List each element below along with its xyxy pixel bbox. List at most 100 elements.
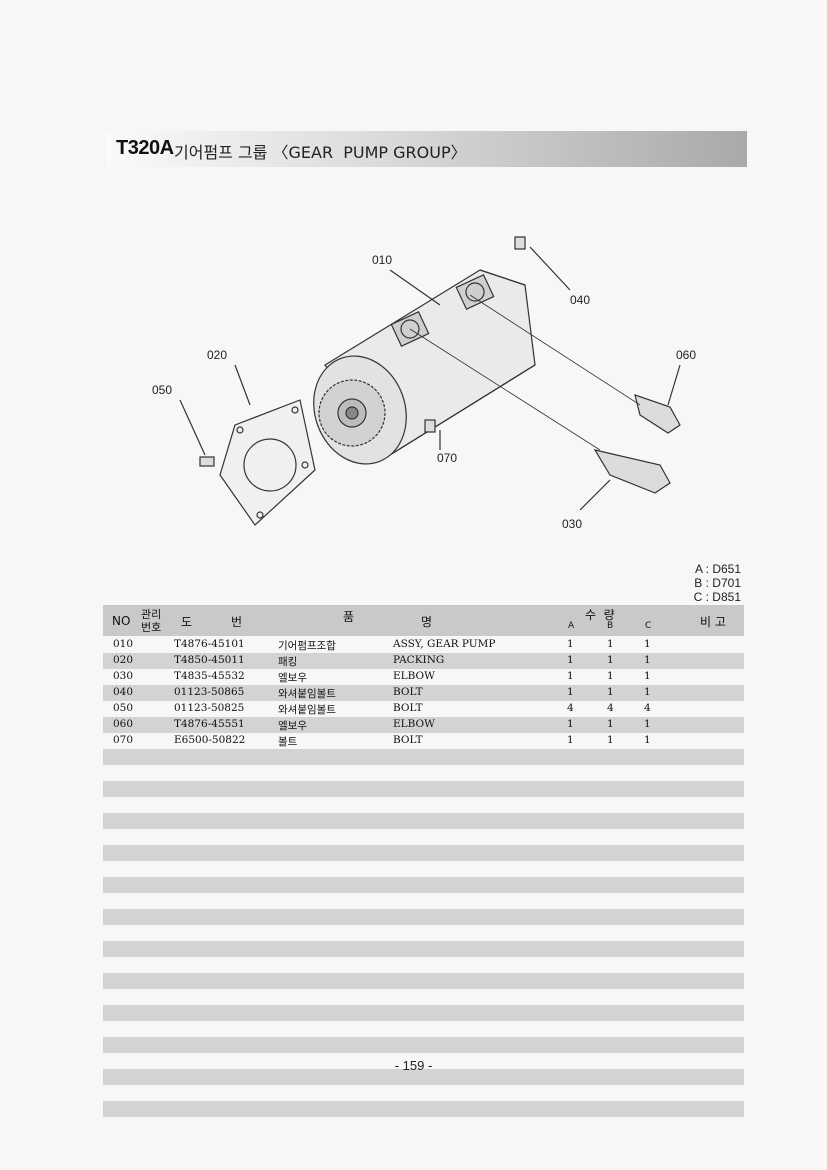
- callout-030: 030: [562, 517, 583, 531]
- table-row: 070 E6500-50822 볼트 BOLT 1 1 1: [103, 733, 744, 749]
- table-row: 010 T4876-45101 기어펌프조합 ASSY, GEAR PUMP 1…: [103, 637, 744, 653]
- cell-qty-c: 1: [644, 670, 651, 682]
- empty-table-row: [103, 781, 744, 797]
- cell-qty-c: 1: [644, 718, 651, 730]
- cell-name-kor: 엘보우: [278, 720, 307, 732]
- cell-qty-c: 4: [644, 702, 651, 714]
- empty-table-row: [103, 829, 744, 845]
- cell-name-eng: BOLT: [393, 734, 423, 746]
- empty-table-row: [103, 797, 744, 813]
- empty-table-row: [103, 1069, 744, 1085]
- empty-table-row: [103, 989, 744, 1005]
- empty-table-row: [103, 973, 744, 989]
- table-row: 050 01123-50825 와셔붙임볼트 BOLT 4 4 4: [103, 701, 744, 717]
- cell-name-eng: ASSY, GEAR PUMP: [393, 638, 496, 650]
- empty-table-row: [103, 845, 744, 861]
- header-drawing-2: 번: [231, 615, 243, 629]
- table-row: 040 01123-50865 와셔붙임볼트 BOLT 1 1 1: [103, 685, 744, 701]
- empty-table-row: [103, 861, 744, 877]
- cell-qty-a: 1: [567, 686, 574, 698]
- parts-table-body: 010 T4876-45101 기어펌프조합 ASSY, GEAR PUMP 1…: [103, 637, 744, 1117]
- callout-040: 040: [570, 293, 591, 307]
- cell-name-eng: BOLT: [393, 702, 423, 714]
- cell-part-number: 01123-50865: [174, 686, 245, 698]
- cell-name-kor: 엘보우: [278, 672, 307, 684]
- header-remarks: 비 고: [700, 615, 726, 629]
- cell-name-eng: ELBOW: [393, 718, 435, 730]
- cell-name-eng: BOLT: [393, 686, 423, 698]
- table-row: 060 T4876-45551 엘보우 ELBOW 1 1 1: [103, 717, 744, 733]
- cell-qty-c: 1: [644, 686, 651, 698]
- table-row: 020 T4850-45011 패킹 PACKING 1 1 1: [103, 653, 744, 669]
- cell-qty-a: 4: [567, 702, 574, 714]
- cell-name-kor: 패킹: [278, 656, 298, 668]
- model-code: T320A: [116, 137, 174, 159]
- empty-table-row: [103, 765, 744, 781]
- empty-table-row: [103, 749, 744, 765]
- empty-table-row: [103, 909, 744, 925]
- cell-qty-b: 1: [607, 718, 614, 730]
- cell-no: 040: [113, 686, 134, 698]
- header-name-2: 명: [421, 615, 433, 629]
- cell-qty-b: 4: [607, 702, 614, 714]
- header-drawing-1: 도: [181, 615, 193, 629]
- cell-qty-a: 1: [567, 734, 574, 746]
- variant-legend: A : D651 B : D701 C : D851: [694, 562, 741, 604]
- cell-name-kor: 와셔붙임볼트: [278, 704, 336, 716]
- empty-table-row: [103, 1021, 744, 1037]
- cell-name-kor: 와셔붙임볼트: [278, 688, 336, 700]
- cell-no: 020: [113, 654, 134, 666]
- cell-part-number: E6500-50822: [174, 734, 246, 746]
- header-name-1: 품: [343, 610, 355, 624]
- callout-010: 010: [372, 253, 393, 267]
- cell-qty-b: 1: [607, 670, 614, 682]
- cell-qty-b: 1: [607, 686, 614, 698]
- cell-qty-a: 1: [567, 638, 574, 650]
- header-mgmt-top: 관리: [141, 608, 162, 621]
- empty-table-row: [103, 941, 744, 957]
- empty-table-row: [103, 925, 744, 941]
- cell-name-kor: 볼트: [278, 736, 298, 748]
- callout-070: 070: [437, 451, 458, 465]
- header-mgmt-bottom: 번호: [141, 621, 162, 634]
- gear-pump-exploded-diagram: [179, 236, 681, 526]
- cell-qty-b: 1: [607, 638, 614, 650]
- cell-part-number: 01123-50825: [174, 702, 245, 714]
- empty-table-row: [103, 813, 744, 829]
- header-no: NO: [112, 614, 131, 628]
- cell-no: 010: [113, 638, 134, 650]
- table-row: 030 T4835-45532 엘보우 ELBOW 1 1 1: [103, 669, 744, 685]
- cell-qty-b: 1: [607, 654, 614, 666]
- callout-020: 020: [207, 348, 228, 362]
- empty-table-row: [103, 1101, 744, 1117]
- cell-name-eng: PACKING: [393, 654, 445, 666]
- cell-name-eng: ELBOW: [393, 670, 435, 682]
- header-qty-a: A: [568, 621, 575, 631]
- empty-table-row: [103, 1005, 744, 1021]
- cell-qty-a: 1: [567, 718, 574, 730]
- header-qty-b: B: [607, 621, 614, 631]
- cell-no: 050: [113, 702, 134, 714]
- empty-table-row: [103, 877, 744, 893]
- cell-qty-a: 1: [567, 670, 574, 682]
- cell-part-number: T4876-45551: [174, 718, 245, 730]
- variant-b: B : D701: [694, 576, 741, 590]
- cell-part-number: T4876-45101: [174, 638, 245, 650]
- cell-qty-c: 1: [644, 638, 651, 650]
- cell-qty-b: 1: [607, 734, 614, 746]
- empty-table-row: [103, 893, 744, 909]
- variant-c: C : D851: [693, 590, 741, 604]
- cell-no: 070: [113, 734, 134, 746]
- callout-050: 050: [152, 383, 173, 397]
- cell-no: 030: [113, 670, 134, 682]
- empty-table-row: [103, 957, 744, 973]
- variant-a: A : D651: [694, 562, 741, 576]
- cell-part-number: T4850-45011: [174, 654, 245, 666]
- header-qty: 수 량: [585, 608, 615, 622]
- page-title: 기어펌프 그룹 〈GEAR PUMP GROUP〉: [174, 143, 467, 162]
- title-bar: T320A 기어펌프 그룹 〈GEAR PUMP GROUP〉: [106, 131, 747, 167]
- callout-060: 060: [676, 348, 697, 362]
- header-qty-c: C: [645, 621, 652, 631]
- empty-table-row: [103, 1037, 744, 1053]
- cell-no: 060: [113, 718, 134, 730]
